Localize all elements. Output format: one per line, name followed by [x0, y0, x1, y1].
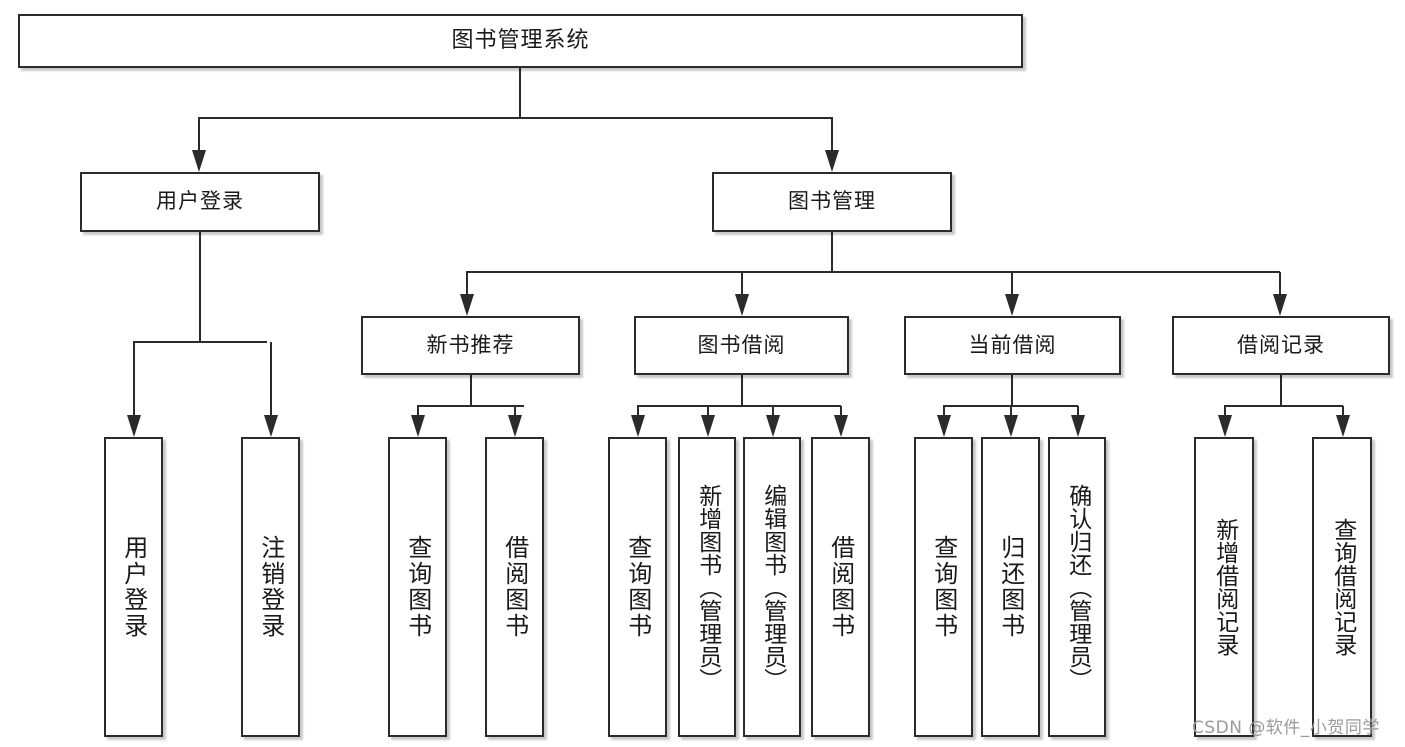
node-label: 图书管理 — [788, 189, 876, 214]
connector-bb-to-leaf-1 — [637, 406, 639, 415]
connector-borrow-record-stem — [1280, 375, 1282, 406]
arrow-bm-to-new-book-recommend — [460, 294, 474, 316]
connector-root-to-user-login — [198, 118, 200, 150]
node-label: 注销登录 — [256, 535, 285, 639]
connector-new-book-bus — [417, 405, 524, 407]
arrow-user-login-to-leaf-2 — [264, 415, 278, 437]
node-label: 当前借阅 — [968, 332, 1057, 357]
connector-root-bus — [198, 117, 833, 119]
connector-book-borrow-bus — [637, 405, 841, 407]
arrow-bm-to-current-borrow — [1005, 294, 1019, 316]
connector-borrow-record-bus — [1224, 405, 1343, 407]
connector-user-login-to-leaf-2 — [270, 342, 272, 415]
node-label: 新书推荐 — [426, 332, 515, 357]
connector-user-login-to-leaf-1 — [133, 342, 135, 415]
connector-br-to-leaf-2 — [1342, 406, 1344, 415]
arrow-user-login-to-leaf-1 — [127, 415, 141, 437]
arrow-bb-to-leaf-3 — [766, 415, 780, 437]
arrow-root-to-user-login — [192, 150, 206, 172]
connector-bm-to-current-borrow — [1011, 272, 1013, 294]
leaf-current-query-book[interactable]: 查询图书 — [914, 437, 973, 737]
leaf-user-logout[interactable]: 注销登录 — [241, 437, 300, 737]
connector-book-management-bus — [466, 271, 1280, 273]
connector-bm-to-book-borrow — [741, 272, 743, 294]
connector-bb-to-leaf-2 — [707, 406, 709, 415]
node-label: 借阅记录 — [1237, 332, 1325, 357]
connector-bb-to-leaf-4 — [840, 406, 842, 415]
connector-nb-to-leaf-2 — [514, 406, 516, 415]
node-label: 确认归还（管理员） — [1064, 483, 1091, 691]
connector-book-borrow-stem — [741, 375, 743, 406]
arrow-bm-to-book-borrow — [735, 294, 749, 316]
leaf-record-query-borrow-record[interactable]: 查询借阅记录 — [1312, 437, 1372, 737]
connector-bm-to-borrow-record — [1279, 272, 1281, 294]
leaf-current-confirm-return-admin[interactable]: 确认归还（管理员） — [1048, 437, 1106, 737]
arrow-root-to-book-management — [825, 150, 839, 172]
connector-nb-to-leaf-1 — [417, 406, 419, 415]
leaf-borrow-query-book[interactable]: 查询图书 — [608, 437, 667, 737]
arrow-cb-to-leaf-3 — [1071, 415, 1085, 437]
connector-bm-to-new-book — [466, 272, 468, 294]
node-root-book-management-system[interactable]: 图书管理系统 — [18, 14, 1023, 68]
arrow-bb-to-leaf-2 — [701, 415, 715, 437]
node-label: 图书管理系统 — [451, 27, 590, 53]
csdn-watermark: CSDN @软件_小贺同学 — [1192, 718, 1380, 738]
connector-root-to-book-management — [831, 118, 833, 150]
connector-cb-to-leaf-3 — [1077, 406, 1079, 415]
node-label: 新增图书（管理员） — [694, 483, 721, 691]
node-label: 图书借阅 — [697, 332, 786, 357]
connector-user-login-stem — [199, 232, 201, 342]
node-label: 新增借阅记录 — [1211, 518, 1238, 656]
node-new-book-recommend[interactable]: 新书推荐 — [361, 316, 580, 375]
connector-br-to-leaf-1 — [1224, 406, 1226, 415]
node-label: 查询借阅记录 — [1329, 518, 1356, 656]
connector-current-borrow-stem — [1011, 375, 1013, 406]
node-book-borrow[interactable]: 图书借阅 — [634, 316, 849, 375]
leaf-recommend-borrow-book[interactable]: 借阅图书 — [485, 437, 544, 737]
connector-cb-to-leaf-1 — [943, 406, 945, 415]
leaf-borrow-add-book-admin[interactable]: 新增图书（管理员） — [678, 437, 736, 737]
node-borrow-record[interactable]: 借阅记录 — [1172, 316, 1390, 375]
node-book-management[interactable]: 图书管理 — [712, 172, 952, 232]
node-user-login[interactable]: 用户登录 — [80, 172, 320, 232]
leaf-current-return-book[interactable]: 归还图书 — [981, 437, 1040, 737]
arrow-br-to-leaf-2 — [1336, 415, 1350, 437]
arrow-cb-to-leaf-1 — [937, 415, 951, 437]
leaf-borrow-edit-book-admin[interactable]: 编辑图书（管理员） — [743, 437, 801, 737]
arrow-bb-to-leaf-1 — [631, 415, 645, 437]
node-label: 借阅图书 — [500, 535, 529, 639]
node-label: 借阅图书 — [826, 535, 855, 639]
leaf-recommend-query-book[interactable]: 查询图书 — [388, 437, 447, 737]
arrow-cb-to-leaf-2 — [1004, 415, 1018, 437]
node-label: 用户登录 — [119, 535, 148, 639]
connector-user-login-bus — [133, 341, 267, 343]
node-label: 编辑图书（管理员） — [759, 483, 786, 691]
leaf-record-add-borrow-record[interactable]: 新增借阅记录 — [1194, 437, 1254, 737]
node-label: 查询图书 — [929, 535, 958, 639]
arrow-bm-to-borrow-record — [1273, 294, 1287, 316]
node-label: 查询图书 — [403, 535, 432, 639]
connector-new-book-stem — [470, 375, 472, 406]
node-label: 归还图书 — [996, 535, 1025, 639]
leaf-user-login-query[interactable]: 用户登录 — [104, 437, 163, 737]
connector-book-management-stem — [831, 232, 833, 272]
connector-bb-to-leaf-3 — [772, 406, 774, 415]
arrow-nb-to-leaf-1 — [411, 415, 425, 437]
node-current-borrow[interactable]: 当前借阅 — [904, 316, 1121, 375]
node-label: 查询图书 — [623, 535, 652, 639]
connector-root-stem — [519, 68, 521, 118]
leaf-borrow-borrow-book[interactable]: 借阅图书 — [811, 437, 870, 737]
node-label: 用户登录 — [156, 189, 244, 214]
connector-cb-to-leaf-2 — [1010, 406, 1012, 415]
arrow-br-to-leaf-1 — [1218, 415, 1232, 437]
arrow-bb-to-leaf-4 — [834, 415, 848, 437]
arrow-nb-to-leaf-2 — [508, 415, 522, 437]
